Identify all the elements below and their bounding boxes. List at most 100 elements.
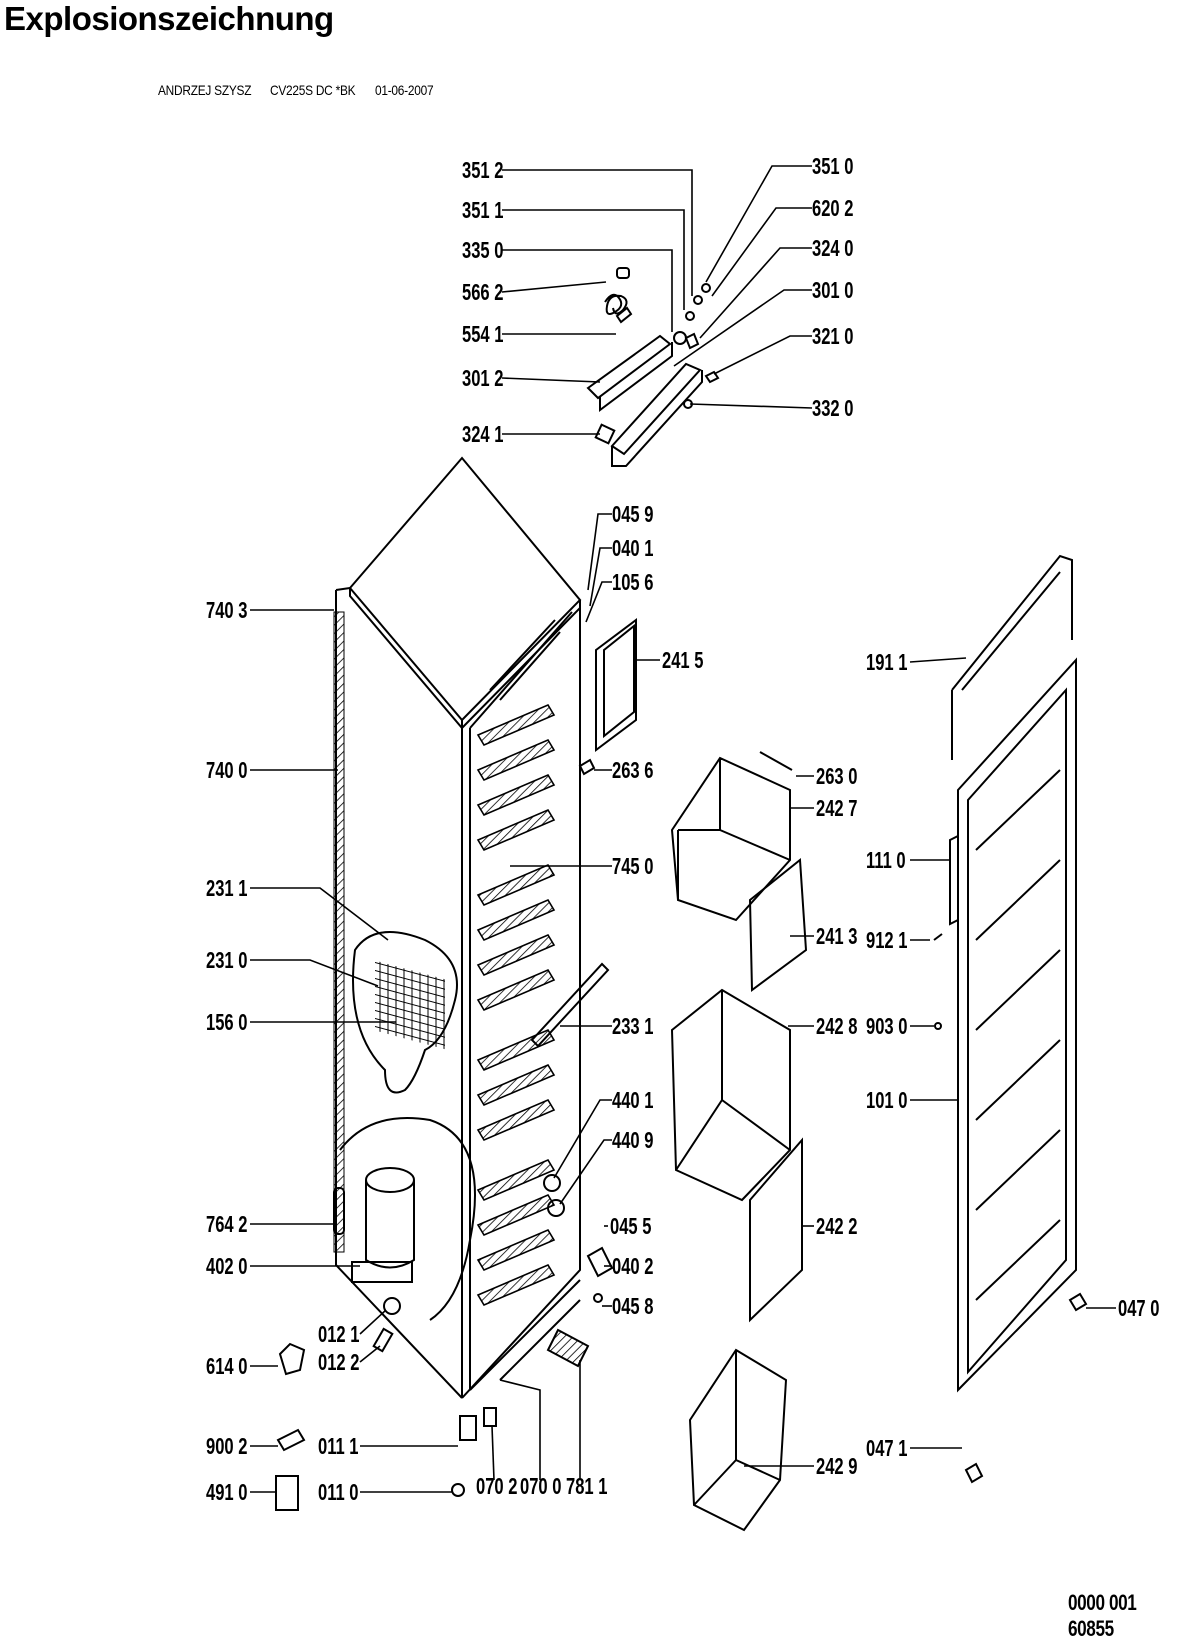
door-inner xyxy=(967,687,1067,1375)
box-part xyxy=(275,1475,299,1511)
part-label: 242 8 xyxy=(816,1014,857,1039)
part-label: 324 0 xyxy=(812,236,853,261)
part-label: 903 0 xyxy=(866,1014,907,1039)
door-hinge-bottom xyxy=(1068,1292,1088,1312)
part-label: 045 9 xyxy=(612,502,653,527)
part-label: 332 0 xyxy=(812,396,853,421)
part-label: 351 1 xyxy=(462,198,503,223)
door-shelves xyxy=(975,769,1061,1301)
part-label: 241 3 xyxy=(816,924,857,949)
lamp-part-3 xyxy=(701,283,711,293)
hinge-cover xyxy=(483,1407,497,1427)
compressor-top xyxy=(365,1167,415,1193)
drawer-bottom xyxy=(688,1348,788,1532)
door-pin xyxy=(934,1022,942,1030)
drawing-date: 01-06-2007 xyxy=(375,82,434,98)
part-label: 263 6 xyxy=(612,758,653,783)
part-label: 263 0 xyxy=(816,764,857,789)
part-label: 105 6 xyxy=(612,570,653,595)
diagonal-shelf xyxy=(499,1299,581,1381)
housing-shape xyxy=(610,362,703,467)
lamp-part xyxy=(685,311,695,321)
left-gasket-strip xyxy=(333,611,345,1253)
part-label: 047 1 xyxy=(866,1436,907,1461)
part-label: 740 0 xyxy=(206,758,247,783)
bracket-small xyxy=(276,1428,306,1452)
part-label: 233 1 xyxy=(612,1014,653,1039)
part-label: 324 1 xyxy=(462,422,503,447)
grommet-2 xyxy=(372,1327,394,1353)
part-label: 242 2 xyxy=(816,1214,857,1239)
rail-part xyxy=(530,962,610,1048)
part-label: 351 2 xyxy=(462,158,503,183)
part-label: 614 0 xyxy=(206,1354,247,1379)
door-assembly xyxy=(933,554,1088,1484)
part-label: 231 1 xyxy=(206,876,247,901)
part-label: 554 1 xyxy=(462,322,503,347)
drawer-mid-front xyxy=(749,1137,803,1323)
part-label: 301 2 xyxy=(462,366,503,391)
part-label: 440 1 xyxy=(612,1088,653,1113)
part-label: 040 2 xyxy=(612,1254,653,1279)
grommet xyxy=(383,1297,401,1315)
part-label: 242 7 xyxy=(816,796,857,821)
part-label: 011 1 xyxy=(318,1434,359,1459)
hinge-screw xyxy=(451,1483,465,1497)
bushing-2 xyxy=(547,1199,565,1217)
knob-small xyxy=(616,267,630,279)
part-label: 156 0 xyxy=(206,1010,247,1035)
part-label: 011 0 xyxy=(318,1480,359,1505)
part-label: 191 1 xyxy=(866,650,907,675)
part-label: 040 1 xyxy=(612,536,653,561)
drawers xyxy=(670,751,808,1532)
part-label: 012 2 xyxy=(318,1350,359,1375)
part-labels: 351 2 351 1 335 0 566 2 554 1 301 2 324 1 351 0… xyxy=(206,154,1159,1505)
part-label: 764 2 xyxy=(206,1212,247,1237)
cover-left xyxy=(278,1342,306,1376)
door-screw xyxy=(933,933,943,941)
part-label: 301 0 xyxy=(812,278,853,303)
part-label: 912 1 xyxy=(866,928,907,953)
small-rect-part xyxy=(594,423,616,445)
part-label: 620 2 xyxy=(812,196,853,221)
drawer-top xyxy=(670,756,791,922)
part-label: 012 1 xyxy=(318,1322,359,1347)
part-label: 745 0 xyxy=(612,854,653,879)
door-handle xyxy=(949,834,959,926)
drip-tray xyxy=(546,1328,590,1368)
page-title: Explosionszeichnung xyxy=(4,0,334,37)
part-label: 740 3 xyxy=(206,598,247,623)
hinge-plate xyxy=(459,1415,477,1441)
part-label: 111 0 xyxy=(866,848,906,873)
pin-part xyxy=(578,758,596,776)
part-label: 491 0 xyxy=(206,1480,247,1505)
air-duct-cover xyxy=(595,618,637,752)
compressor-area xyxy=(339,1117,476,1321)
part-label: 070 0 xyxy=(520,1474,561,1499)
part-label: 047 0 xyxy=(1118,1296,1159,1321)
hinge-bottom xyxy=(586,1246,614,1278)
control-panel-assembly xyxy=(586,267,720,467)
evaporator-coils xyxy=(476,703,556,1307)
compressor-body xyxy=(365,1180,415,1269)
part-label: 101 0 xyxy=(866,1088,907,1113)
door-hinge-lower xyxy=(964,1462,984,1484)
control-bracket-shape xyxy=(586,334,673,412)
part-label: 231 0 xyxy=(206,948,247,973)
condenser-grid xyxy=(375,960,445,1050)
part-label: 335 0 xyxy=(462,238,503,263)
part-label: 351 0 xyxy=(812,154,853,179)
part-label: 241 5 xyxy=(662,648,703,673)
capacitor xyxy=(333,1187,345,1235)
leader-lines xyxy=(250,165,1116,1493)
drawer-top-front xyxy=(748,858,808,992)
lamp-part-2 xyxy=(693,295,703,305)
air-duct-2 xyxy=(603,623,635,739)
part-label: 242 9 xyxy=(816,1454,857,1479)
part-label: 045 8 xyxy=(612,1294,653,1319)
cabinet-body xyxy=(275,456,637,1511)
part-label: 566 2 xyxy=(462,280,503,305)
bushing-1 xyxy=(543,1174,561,1192)
part-label: 402 0 xyxy=(206,1254,247,1279)
